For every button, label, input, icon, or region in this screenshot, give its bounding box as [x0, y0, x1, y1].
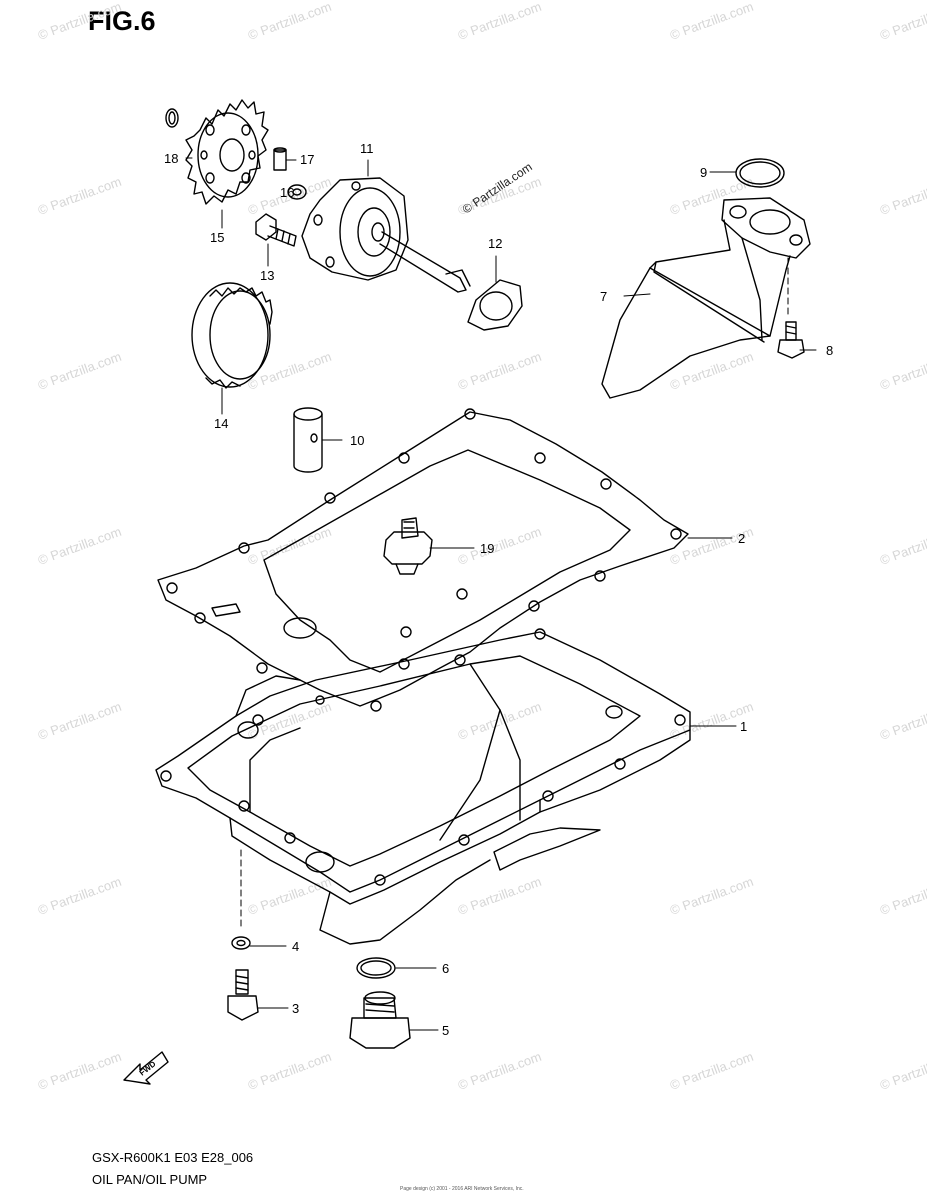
- watermark-text: © Partzilla.com: [878, 174, 927, 218]
- watermark-text: © Partzilla.com: [668, 1049, 755, 1093]
- watermark-text: © Partzilla.com: [246, 699, 333, 743]
- part-13-bolt[interactable]: [255, 213, 297, 247]
- figure-title: FIG.6: [88, 6, 156, 36]
- watermark-text: © Partzilla.com: [456, 349, 543, 393]
- watermark-text: © Partzilla.com: [668, 174, 755, 218]
- callout-1[interactable]: 1: [740, 719, 747, 734]
- part-1-oil-pan[interactable]: [155, 628, 691, 945]
- callout-4[interactable]: 4: [292, 939, 299, 954]
- watermark-text: © Partzilla.com: [36, 349, 123, 393]
- watermark-text: © Partzilla.com: [36, 0, 123, 43]
- watermark-text: © Partzilla.com: [36, 699, 123, 743]
- part-3-bolt[interactable]: [227, 969, 259, 1021]
- callout-2[interactable]: 2: [738, 531, 745, 546]
- watermark-text: © Partzilla.com: [456, 699, 543, 743]
- watermark-text: © Partzilla.com: [878, 0, 927, 43]
- watermark-text: © Partzilla.com: [878, 699, 927, 743]
- callout-3[interactable]: 3: [292, 1001, 299, 1016]
- part-19-oil-pressure-switch[interactable]: [383, 517, 433, 575]
- watermark-text: © Partzilla.com: [246, 0, 333, 43]
- callout-10[interactable]: 10: [350, 433, 364, 448]
- callout-6[interactable]: 6: [442, 961, 449, 976]
- watermark-text: © Partzilla.com: [878, 1049, 927, 1093]
- watermark-text: © Partzilla.com: [246, 874, 333, 918]
- callout-9[interactable]: 9: [700, 165, 707, 180]
- callout-15[interactable]: 15: [210, 230, 224, 245]
- watermark-text: © Partzilla.com: [456, 0, 543, 43]
- part-10-dowel[interactable]: [293, 407, 323, 473]
- watermark-text: © Partzilla.com: [668, 0, 755, 43]
- part-11-oil-pump[interactable]: [301, 177, 471, 293]
- part-12-gasket[interactable]: [467, 279, 523, 331]
- callout-12[interactable]: 12: [488, 236, 502, 251]
- callout-16[interactable]: 16: [280, 185, 294, 200]
- callout-5[interactable]: 5: [442, 1023, 449, 1038]
- callout-8[interactable]: 8: [826, 343, 833, 358]
- part-14-gear-ring[interactable]: [191, 282, 273, 389]
- watermark-text: © Partzilla.com: [36, 524, 123, 568]
- part-4-washer[interactable]: [231, 936, 251, 950]
- watermark-text: © Partzilla.com: [456, 524, 543, 568]
- callout-13[interactable]: 13: [260, 268, 274, 283]
- watermark-text: © Partzilla.com: [456, 1049, 543, 1093]
- figure-code: GSX-R600K1 E03 E28_006: [92, 1150, 254, 1165]
- watermark-text: © Partzilla.com: [456, 874, 543, 918]
- figure-name: OIL PAN/OIL PUMP: [92, 1172, 208, 1187]
- callout-19[interactable]: 19: [480, 541, 494, 556]
- part-17-pin[interactable]: [273, 147, 287, 171]
- callout-17[interactable]: 17: [300, 152, 314, 167]
- watermark-text: © Partzilla.com: [878, 524, 927, 568]
- part-18-circlip[interactable]: [165, 108, 179, 128]
- watermark-text: © Partzilla.com: [246, 349, 333, 393]
- watermark-text: © Partzilla.com: [878, 349, 927, 393]
- part-2-oil-pan-gasket[interactable]: [157, 408, 689, 712]
- watermark-text: © Partzilla.com: [36, 174, 123, 218]
- watermark-text: © Partzilla.com: [36, 1049, 123, 1093]
- fine-print-2: Page design (c) 2001 - 2016 ARI Network …: [400, 1186, 524, 1192]
- part-5-drain-plug[interactable]: [349, 991, 411, 1049]
- watermark-text: © Partzilla.com: [246, 1049, 333, 1093]
- callout-18[interactable]: 18: [164, 151, 178, 166]
- part-15-sprocket[interactable]: [185, 99, 269, 205]
- watermark-text: © Partzilla.com: [668, 874, 755, 918]
- part-9-o-ring[interactable]: [735, 158, 785, 188]
- leader-lines: [185, 157, 817, 1031]
- watermark-text: © Partzilla.com: [36, 874, 123, 918]
- fwd-arrow-icon: [123, 1051, 169, 1085]
- callout-11[interactable]: 11: [360, 141, 374, 156]
- watermark-text: © Partzilla.com: [668, 349, 755, 393]
- part-6-o-ring[interactable]: [356, 957, 396, 979]
- part-8-bolt[interactable]: [777, 321, 805, 359]
- callout-14[interactable]: 14: [214, 416, 228, 431]
- watermark-text: © Partzilla.com: [878, 874, 927, 918]
- callout-7[interactable]: 7: [600, 289, 607, 304]
